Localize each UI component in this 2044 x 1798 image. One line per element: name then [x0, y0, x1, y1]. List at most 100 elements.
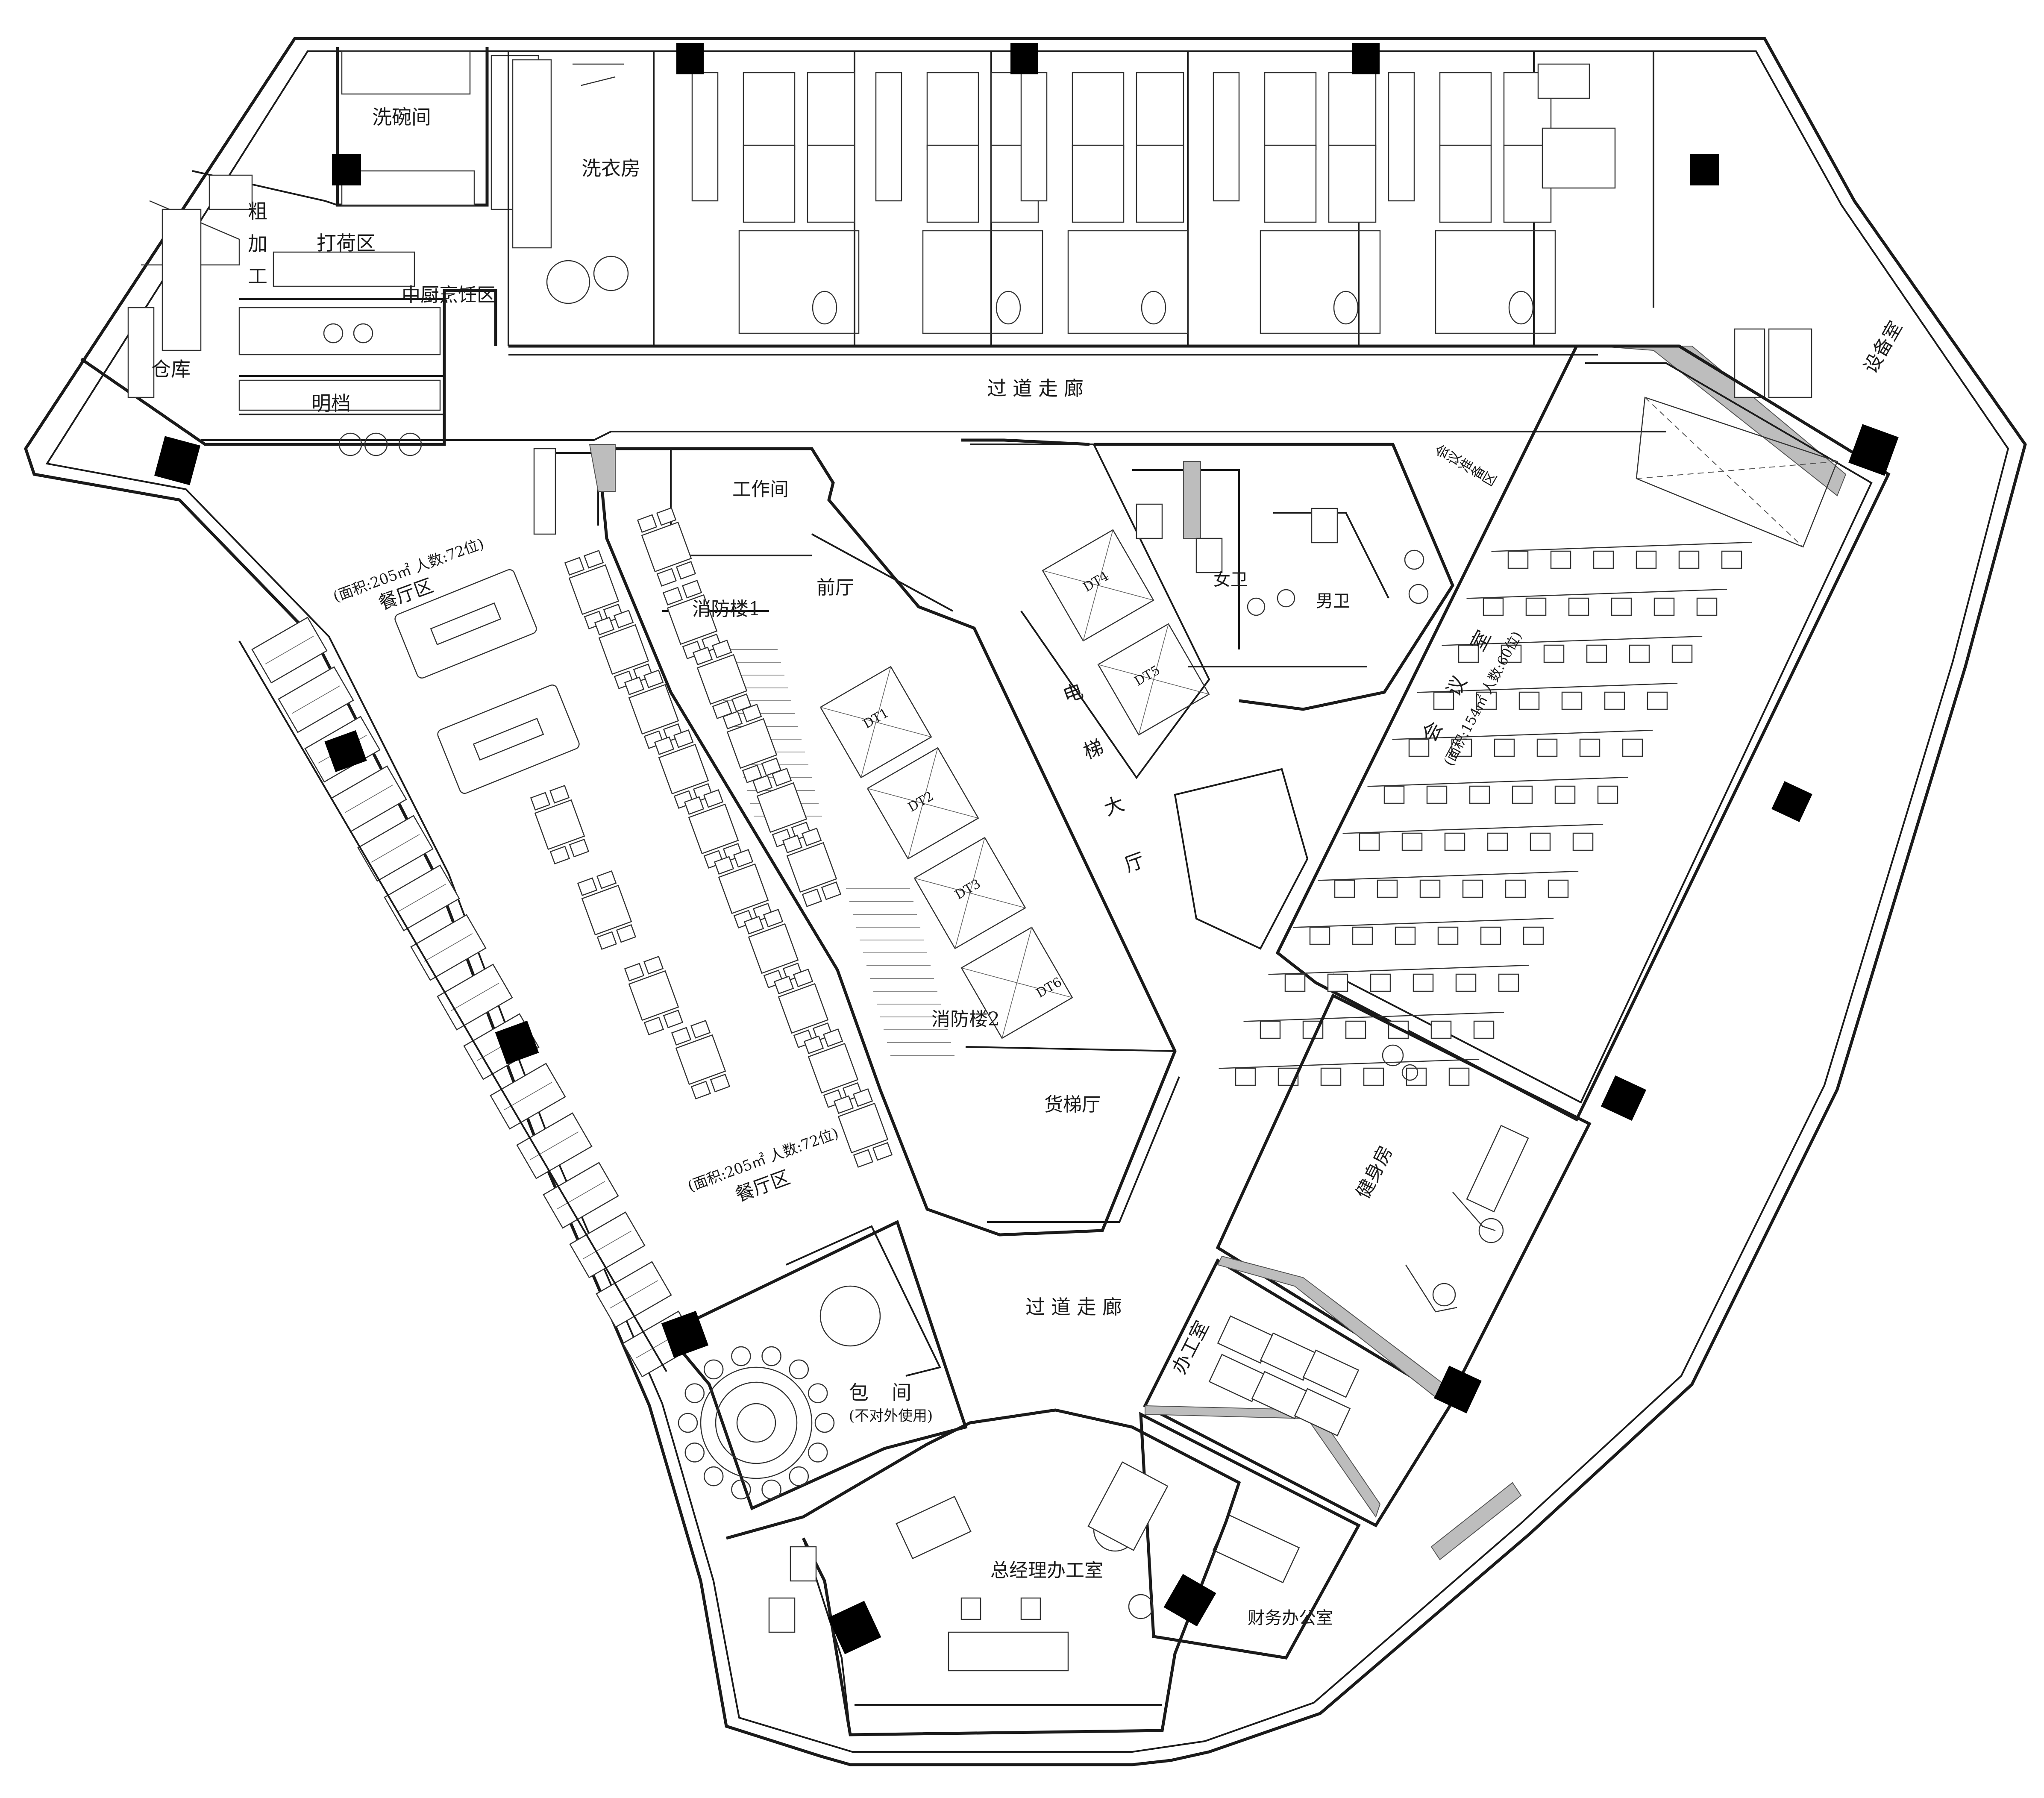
bunk-bed — [743, 144, 796, 223]
meeting-chair — [1430, 1020, 1452, 1039]
dining-table — [722, 703, 782, 784]
label-meeting-prep: 会议准备区 — [1432, 442, 1499, 490]
round-table-chair — [703, 1466, 724, 1487]
booth-seat — [516, 1112, 593, 1179]
label-laundry: 洗衣房 — [581, 157, 640, 180]
dining-table — [577, 870, 637, 950]
dining-table — [671, 1019, 731, 1100]
meeting-chair — [1363, 1067, 1384, 1086]
round-table-chair — [761, 1479, 781, 1500]
bunk-bed — [926, 144, 979, 223]
meeting-chair — [1462, 879, 1483, 898]
meeting-chair — [1359, 832, 1380, 851]
booth-seat — [251, 617, 328, 684]
elevator-shaft — [866, 747, 979, 860]
bathroom — [1260, 230, 1381, 334]
meeting-chair — [1629, 644, 1650, 663]
dorm-room — [875, 72, 1043, 334]
meeting-chair — [1235, 1067, 1256, 1086]
booth-seat — [410, 914, 487, 981]
meeting-chair — [1579, 738, 1601, 757]
meeting-chair — [1309, 926, 1330, 945]
desk — [1020, 72, 1048, 202]
dining-table — [833, 1088, 893, 1168]
meeting-chair — [1572, 832, 1594, 851]
elevator-shaft — [1042, 529, 1154, 642]
round-table-chair — [808, 1383, 828, 1403]
desk — [691, 72, 719, 202]
meeting-chair — [1671, 644, 1693, 663]
bunk-bed — [1264, 72, 1317, 150]
meeting-chair — [1469, 785, 1490, 804]
meeting-chair — [1426, 785, 1448, 804]
bunk-bed — [1328, 144, 1377, 223]
dining-table — [530, 784, 590, 865]
label-fire-stair-1: 消防楼1 — [692, 598, 761, 620]
hatched-walls — [589, 444, 1522, 1560]
meeting-chair — [1473, 1020, 1495, 1039]
elevator-shaft — [960, 926, 1073, 1039]
meeting-chair — [1550, 550, 1571, 569]
meeting-chair — [1636, 550, 1657, 569]
meeting-chair — [1647, 691, 1668, 710]
bunk-bed — [1439, 144, 1492, 223]
meeting-chair — [1593, 550, 1614, 569]
elevator-labels: DT1 DT2 DT3 DT4 DT5 DT6 — [860, 569, 1163, 1001]
meeting-chair — [1413, 973, 1434, 992]
meeting-chair — [1505, 879, 1526, 898]
meeting-chair — [1501, 644, 1522, 663]
label-dt3: DT3 — [952, 876, 983, 903]
label-freight-hall: 货梯厅 — [1044, 1094, 1101, 1116]
booth-seat — [384, 864, 460, 931]
meeting-chair — [1455, 973, 1477, 992]
bathroom — [738, 230, 860, 334]
meeting-chair — [1345, 1020, 1366, 1039]
bunk-bed — [926, 72, 979, 150]
meeting-chair — [1721, 550, 1742, 569]
bathroom — [1067, 230, 1189, 334]
structural-columns — [154, 43, 1899, 1654]
meeting-chair — [1653, 597, 1675, 616]
label-private-room: 包 间 — [849, 1381, 920, 1404]
label-elevator-hall: 电 梯 大 厅 — [1057, 680, 1153, 892]
toilet — [1333, 291, 1359, 325]
meeting-chair — [1408, 738, 1430, 757]
kitchen-block — [80, 47, 539, 456]
meeting-chair — [1568, 597, 1589, 616]
label-corridor-bottom: 过道走廊 — [1025, 1296, 1128, 1319]
booth-seat — [437, 964, 513, 1031]
meeting-room-block — [1219, 344, 1891, 1122]
meeting-chair — [1444, 832, 1465, 851]
label-workroom: 工作间 — [732, 479, 789, 500]
meeting-chair — [1494, 738, 1515, 757]
meeting-chair — [1507, 550, 1529, 569]
label-dishwashing: 洗碗间 — [372, 106, 431, 129]
meeting-chair — [1480, 926, 1501, 945]
bunk-bed — [1072, 72, 1125, 150]
round-table-chair — [808, 1443, 828, 1463]
dorm-room — [1020, 72, 1189, 334]
meeting-desk — [1367, 776, 1628, 787]
meeting-desk — [1417, 682, 1678, 693]
meeting-chair — [1419, 879, 1441, 898]
meeting-chair — [1543, 644, 1565, 663]
label-dt6: DT6 — [1034, 975, 1064, 1001]
toilet — [1508, 291, 1534, 325]
meeting-desk — [1219, 1058, 1480, 1069]
bunk-bed — [1439, 72, 1492, 150]
round-table-chair — [684, 1443, 705, 1463]
dorm-room — [1213, 72, 1381, 334]
meeting-chair — [1525, 597, 1547, 616]
dining-table — [782, 827, 842, 908]
bunk-bed — [743, 72, 796, 150]
label-chinese-kitchen: 中厨烹饪区 — [402, 284, 496, 306]
meeting-desk — [1342, 823, 1603, 834]
booth-seat — [278, 666, 354, 733]
label-rough-processing: 粗加工 — [245, 201, 268, 298]
meeting-chair — [1401, 832, 1423, 851]
toilet — [1141, 291, 1166, 325]
meeting-chair — [1395, 926, 1416, 945]
toilet — [812, 291, 837, 325]
outer-walls — [24, 37, 2027, 1766]
meeting-chair — [1458, 644, 1479, 663]
